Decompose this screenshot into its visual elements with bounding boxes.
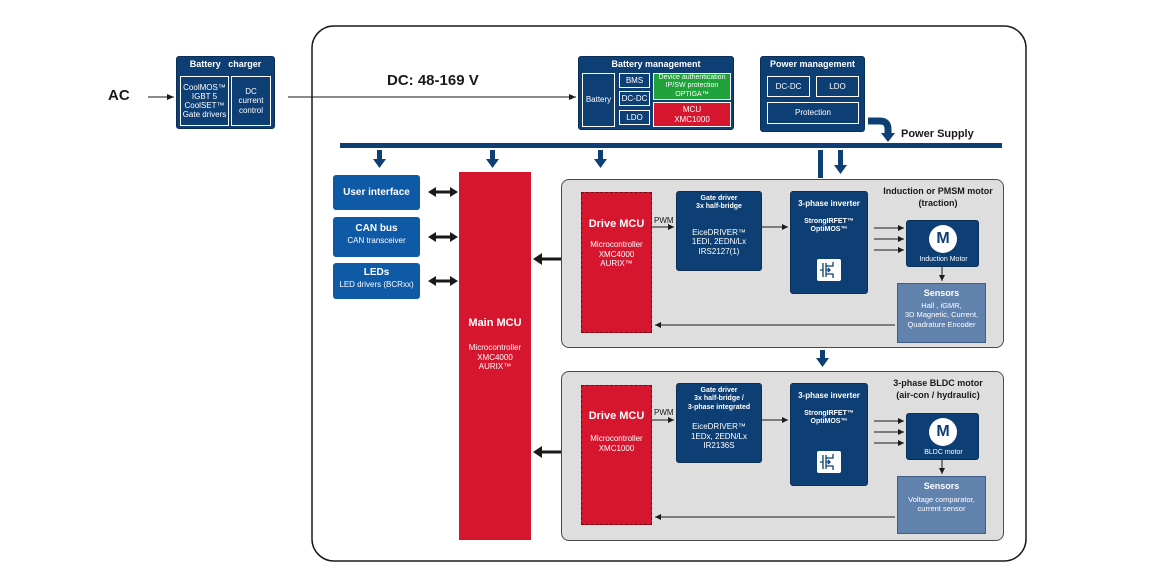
ac-label: AC [108,87,130,104]
leds-sub: LED drivers (BCRxx) [339,280,414,289]
pm-to-bus-arrow [868,117,892,134]
motor1-inverter-title: 3-phase inverter [798,199,860,208]
motor1-inverter: 3-phase inverter StrongIRFET™ OptiMOS™ [790,191,868,294]
motor1-sensors-title: Sensors [923,288,960,298]
motor1-gate-driver: Gate driver 3x half-bridge EiceDRIVER™ 1… [676,191,762,271]
motor1-drive-mcu: Drive MCU Microcontroller XMC4000 AURIX™ [581,192,652,333]
power-management-title: Power management [769,59,856,69]
motor1-gate-title: Gate driver 3x half-bridge [696,195,742,211]
motor2-drive-mcu: Drive MCU Microcontroller XMC1000 [581,385,652,525]
power-supply-label: Power Supply [901,128,974,140]
can-bus-title: CAN bus [355,223,398,234]
motor2-inverter-sub: StrongIRFET™ OptiMOS™ [804,410,854,426]
leds-block: LEDs LED drivers (BCRxx) [333,263,420,299]
motor1-drive-title: Drive MCU [588,218,645,230]
motor1-pwm-label: PWM [654,216,674,225]
battery-cell: Battery [582,73,615,127]
can-bus-block: CAN bus CAN transceiver [333,217,420,257]
mosfet-icon [817,451,841,473]
pm-protection-cell: Protection [767,102,859,124]
power-bus [340,143,1002,148]
motor2-drive-title: Drive MCU [588,410,645,422]
charger-components: CoolMOS™ IGBT 5 CoolSET™ Gate drivers [180,76,229,126]
motor2-gate-title: Gate driver 3x half-bridge / 3-phase int… [687,387,751,411]
pm-ldo-cell: LDO [816,76,859,97]
battery-charger-title: Battery charger [189,59,262,69]
can-bus-sub: CAN transceiver [347,236,406,245]
bm-mcu-cell: MCU XMC1000 [653,102,731,127]
motor1-drive-sub: Microcontroller XMC4000 AURIX™ [590,240,643,269]
bm-ldo-cell: LDO [619,110,650,125]
motor2-pwm-label: PWM [654,408,674,417]
main-mcu-block: Main MCU Microcontroller XMC4000 AURIX™ [459,172,531,540]
motor2-drive-sub: Microcontroller XMC1000 [590,434,643,453]
battery-management-block: Battery management Battery BMS DC-DC LDO… [578,56,734,130]
motor2-symbol: M [936,423,950,440]
user-interface-label: User interface [343,187,410,198]
motor2-inverter: 3-phase inverter StrongIRFET™ OptiMOS™ [790,383,868,486]
motor2-inverter-title: 3-phase inverter [798,391,860,400]
motor2-title: 3-phase BLDC motor (air-con / hydraulic) [893,378,983,400]
motor1-inverter-sub: StrongIRFET™ OptiMOS™ [804,218,854,234]
battery-management-title: Battery management [611,59,701,69]
power-management-block: Power management DC-DC LDO Protection [760,56,865,132]
motor-icon: M [929,225,957,253]
motor1-sensors: Sensors Hall , iGMR, 3D Magnetic, Curren… [897,283,986,343]
bus-down-arrows [373,150,847,367]
motor2-label: BLDC motor [924,449,963,456]
bms-cell: BMS [619,73,650,88]
motor2-sensors-sub: Voltage comparator, current sensor [908,495,975,514]
motor1-gate-sub: EiceDRIVER™ 1EDI, 2EDN/Lx IRS2127(1) [691,227,747,256]
user-interface-block: User interface [333,175,420,210]
bm-dcdc-cell: DC-DC [619,91,650,106]
leds-title: LEDs [363,267,390,278]
dc-voltage-label: DC: 48-169 V [387,72,479,89]
optiga-cell: Device authentication IP/SW protection O… [653,73,731,100]
system-boundary [311,25,1027,562]
pm-dcdc-cell: DC-DC [767,76,810,97]
mosfet-icon [817,259,841,281]
motor1-motor-block: M Induction Motor [906,220,979,267]
motor1-title: Induction or PMSM motor (traction) [883,186,993,208]
motor2-motor-block: M BLDC motor [906,413,979,460]
motor1-symbol: M [936,230,950,247]
main-mcu-sub: Microcontroller XMC4000 AURIX™ [468,343,522,372]
motor1-sensors-sub: Hall , iGMR, 3D Magnetic, Current, Quadr… [904,301,979,329]
motor2-gate-driver: Gate driver 3x half-bridge / 3-phase int… [676,383,762,463]
motor2-gate-sub: EiceDRIVER™ 1EDx, 2EDN/Lx IR2136S [690,422,748,451]
motor1-label: Induction Motor [919,256,968,263]
motor2-sensors: Sensors Voltage comparator, current sens… [897,476,986,534]
charger-dc-control: DC current control [231,76,271,126]
main-mcu-title: Main MCU [468,317,522,329]
motor-icon: M [929,418,957,446]
battery-charger-block: Battery charger CoolMOS™ IGBT 5 CoolSET™… [176,56,275,129]
motor2-sensors-title: Sensors [923,481,960,491]
